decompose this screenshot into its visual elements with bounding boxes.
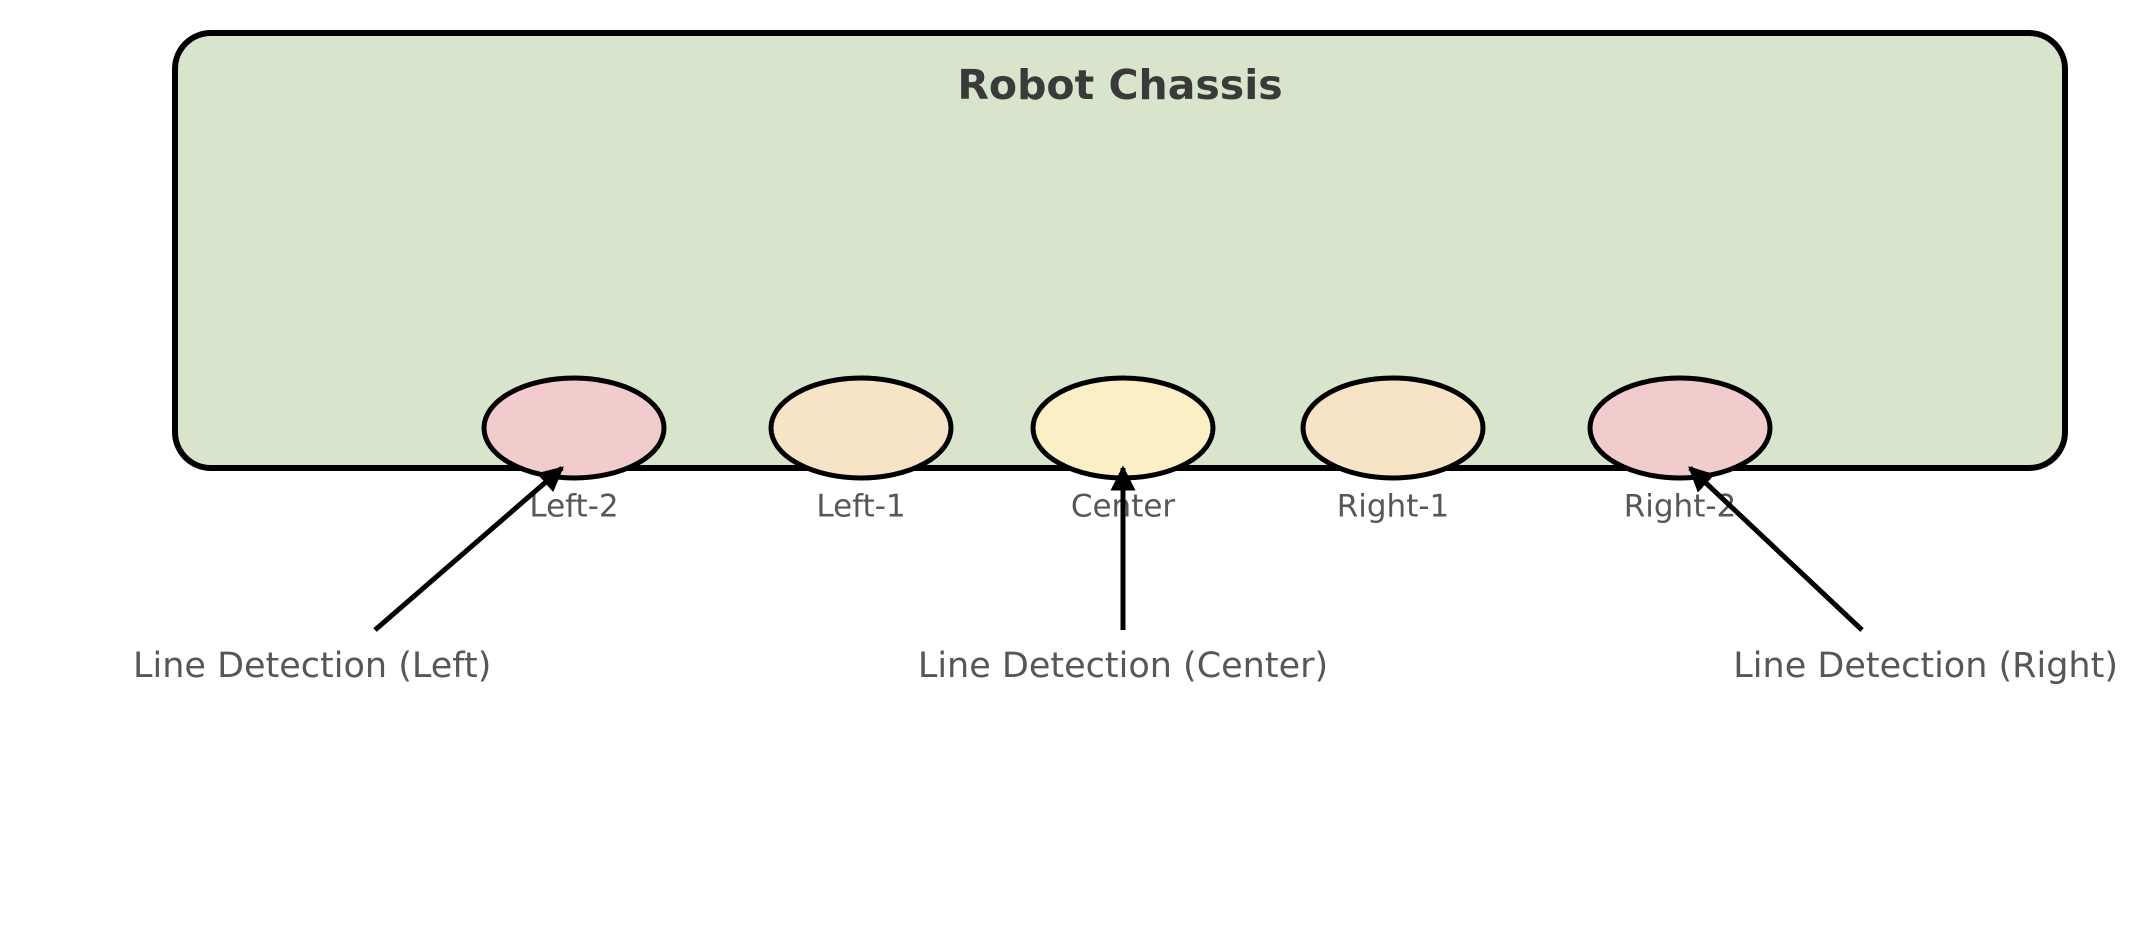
- sensor-right-1[interactable]: [1300, 375, 1486, 481]
- sensor-left-1[interactable]: [768, 375, 954, 481]
- annotation-line-detection-left: Line Detection (Left): [133, 646, 491, 686]
- sensor-left-2[interactable]: [481, 375, 667, 481]
- annotation-line-detection-center: Line Detection (Center): [918, 646, 1328, 686]
- annotation-line-detection-right: Line Detection (Right): [1733, 646, 2118, 686]
- sensor-right-2[interactable]: [1587, 375, 1773, 481]
- sensor-label-right-1: Right-1: [1337, 489, 1450, 525]
- sensor-label-left-1: Left-1: [816, 489, 905, 525]
- leader-arrow-line-detection-left: [373, 466, 564, 632]
- annotation-group: Line Detection (Left) Line Detection (Cen…: [133, 465, 2118, 686]
- leader-arrow-line-detection-right: [1688, 466, 1864, 632]
- chassis-title: Robot Chassis: [957, 61, 1282, 109]
- sensor-label-left-2: Left-2: [529, 489, 618, 525]
- sensor-center[interactable]: [1030, 375, 1216, 481]
